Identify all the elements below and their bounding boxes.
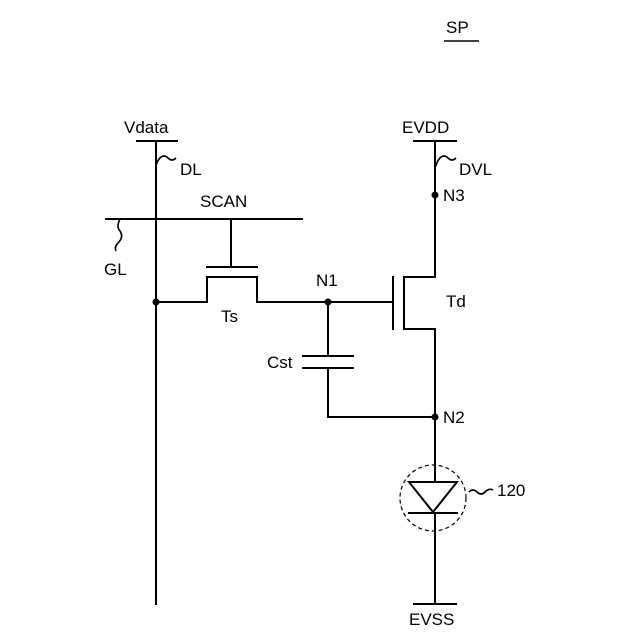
n3-label: N3 — [443, 186, 465, 205]
node-n2 — [432, 414, 439, 421]
ts-channel — [156, 277, 328, 302]
cst-label: Cst — [267, 353, 293, 372]
led-leader — [469, 489, 493, 494]
node-dl-junction — [153, 299, 160, 306]
scan-label: SCAN — [200, 192, 247, 211]
led-outline — [400, 465, 466, 531]
dl-leader — [156, 156, 176, 166]
gl-leader — [115, 219, 121, 251]
n2-label: N2 — [443, 408, 465, 427]
td-label: Td — [446, 292, 466, 311]
gl-label: GL — [104, 260, 127, 279]
dvl-leader — [436, 156, 456, 166]
sp-label: SP — [446, 18, 469, 37]
node-n3 — [432, 192, 439, 199]
n1-label: N1 — [316, 271, 338, 290]
led-diode-triangle — [409, 482, 457, 512]
evdd-label: EVDD — [402, 118, 449, 137]
evss-label: EVSS — [409, 610, 454, 629]
dvl-label: DVL — [459, 160, 492, 179]
td-channel — [404, 277, 435, 329]
vdata-label: Vdata — [124, 118, 169, 137]
dl-label: DL — [180, 160, 202, 179]
led-label: 120 — [497, 481, 525, 500]
ts-label: Ts — [221, 307, 238, 326]
